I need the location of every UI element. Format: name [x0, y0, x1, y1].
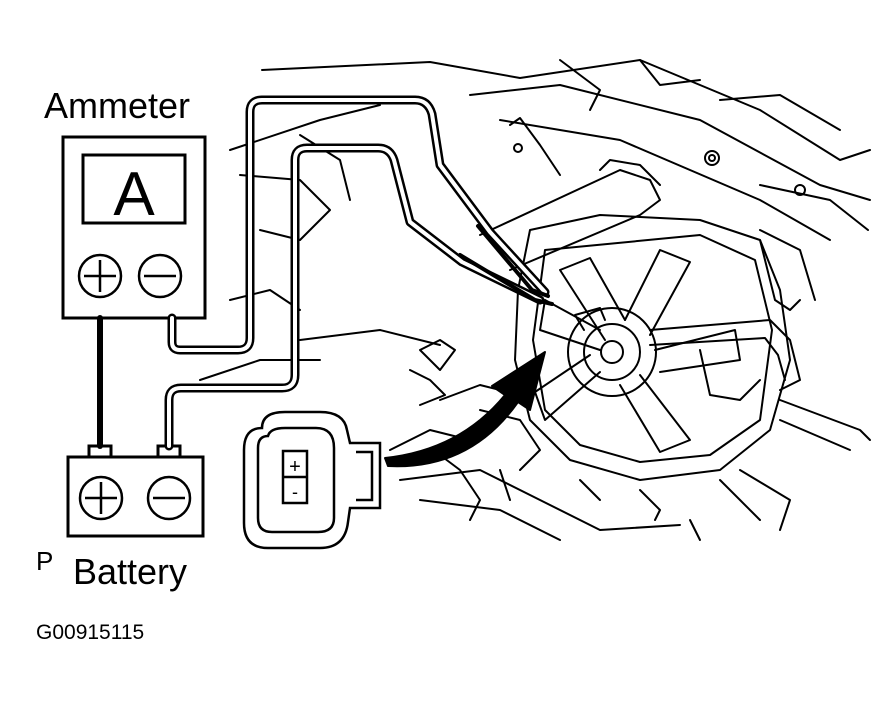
ammeter-label: Ammeter [44, 85, 191, 126]
battery [66, 444, 205, 538]
lead-battery-to-connector [164, 143, 545, 451]
ammeter-face-label: A [113, 160, 155, 229]
minus-icon [146, 475, 192, 521]
connector-minus-label: - [292, 482, 298, 502]
test-leads [97, 95, 554, 451]
plus-icon [78, 475, 124, 521]
engine-bay-sketch [199, 59, 871, 541]
lead-ammeter-to-connector [167, 95, 550, 355]
connector-plus-label: + [289, 456, 301, 478]
plus-icon [77, 253, 123, 299]
fan-connector-closeup [242, 410, 382, 550]
battery-terminal-marker: P [36, 546, 54, 576]
figure-id: G00915115 [36, 621, 145, 644]
minus-icon [137, 253, 183, 299]
pointer-arrow [384, 351, 546, 468]
ammeter [61, 135, 207, 320]
battery-label: Battery [73, 551, 188, 592]
